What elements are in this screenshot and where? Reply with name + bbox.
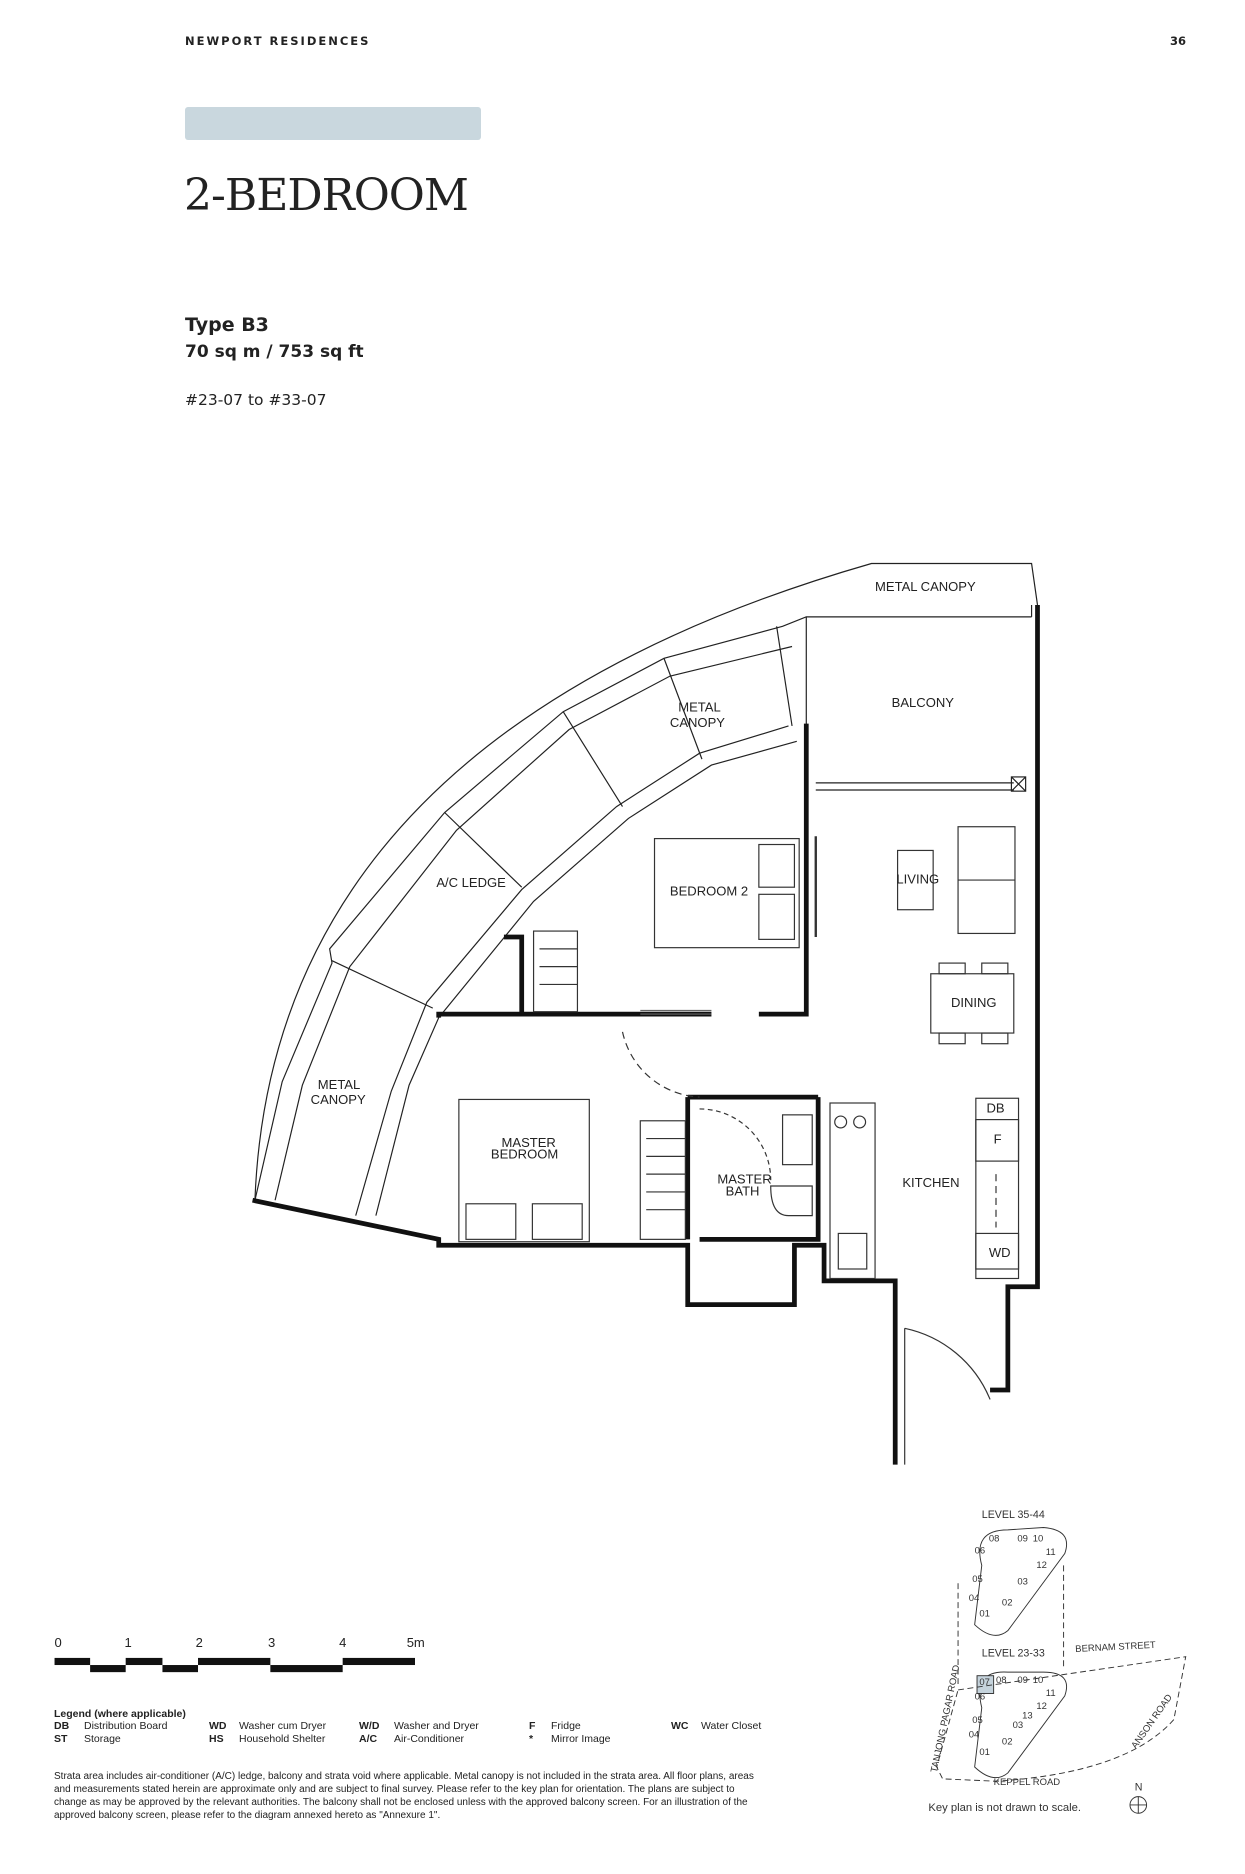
- unit-label-highlighted: 07: [979, 1677, 990, 1688]
- key-plan-upper-level: LEVEL 35-44: [982, 1509, 1045, 1521]
- scale-tick: 4: [339, 1635, 346, 1650]
- wall-right: [990, 605, 1040, 1393]
- legend-code: *: [529, 1733, 534, 1745]
- legend-code: A/C: [359, 1733, 378, 1745]
- road-keppel: KEPPEL ROAD: [994, 1777, 1061, 1788]
- legend-label: Washer cum Dryer: [239, 1720, 327, 1732]
- road-anson: ANSON ROAD: [1129, 1692, 1175, 1751]
- scale-tick: 2: [196, 1635, 203, 1650]
- label-dining: DINING: [951, 995, 997, 1010]
- unit-label: 03: [1013, 1720, 1024, 1731]
- legend: Legend (where applicable) DB Distribution…: [54, 1708, 801, 1745]
- unit-label: 04: [969, 1593, 980, 1604]
- unit-label: 13: [1022, 1710, 1033, 1721]
- unit-type: Type B3: [185, 314, 269, 336]
- road-tanjong-pagar: TANJONG PAGAR ROAD: [929, 1664, 963, 1774]
- label-canopy-mid-2: CANOPY: [670, 715, 725, 730]
- label-balcony: BALCONY: [892, 695, 955, 710]
- legend-label: Mirror Image: [551, 1733, 611, 1745]
- legend-label: Washer and Dryer: [394, 1720, 479, 1732]
- scale-tick: 0: [55, 1635, 62, 1650]
- legend-code: W/D: [359, 1720, 380, 1732]
- label-kitchen: KITCHEN: [902, 1175, 959, 1190]
- unit-label: 08: [989, 1534, 1000, 1545]
- accent-bar: [185, 107, 481, 140]
- unit-label: 05: [972, 1715, 983, 1726]
- legend-label: Air-Conditioner: [394, 1733, 465, 1745]
- scale-tick: 1: [125, 1635, 132, 1650]
- label-wd: WD: [989, 1245, 1011, 1260]
- unit-label: 06: [975, 1546, 986, 1557]
- key-plan-lower-level: LEVEL 23-33: [982, 1648, 1045, 1660]
- unit-label: 12: [1036, 1701, 1047, 1712]
- unit-label: 10: [1033, 1534, 1044, 1545]
- page-number: 36: [1170, 34, 1187, 48]
- legend-code: DB: [54, 1720, 70, 1732]
- north-label: N: [1135, 1782, 1143, 1794]
- page-title: 2-BEDROOM: [184, 170, 469, 221]
- wall-master: [252, 1197, 898, 1465]
- unit-label: 06: [975, 1691, 986, 1702]
- label-master-bedroom-1: MASTER: [502, 1135, 556, 1150]
- unit-label: 02: [1002, 1736, 1013, 1747]
- scale-tick: 3: [268, 1635, 275, 1650]
- legend-code: WD: [209, 1720, 227, 1732]
- label-master-bedroom-2: BEDROOM: [491, 1147, 558, 1162]
- unit-label: 12: [1036, 1560, 1047, 1571]
- canopy-outline: [254, 562, 1039, 1201]
- unit-label: 11: [1046, 1688, 1056, 1699]
- legend-label: Storage: [84, 1733, 121, 1745]
- label-master-bath-1: MASTER: [717, 1172, 771, 1187]
- label-canopy-left-1: METAL: [318, 1077, 360, 1092]
- legend-label: Water Closet: [701, 1720, 762, 1732]
- legend-code: F: [529, 1720, 536, 1732]
- label-canopy-left-2: CANOPY: [311, 1092, 366, 1107]
- label-metal-canopy: METAL CANOPY: [875, 579, 976, 594]
- label-canopy-mid-1: METAL: [678, 700, 720, 715]
- legend-code: HS: [209, 1733, 224, 1745]
- scale-bar: 0 1 2 3 4 5m: [54, 1635, 425, 1673]
- road-bernam: BERNAM STREET: [1075, 1640, 1156, 1655]
- legend-label: Distribution Board: [84, 1720, 168, 1732]
- key-plan-disclaimer: Key plan is not drawn to scale.: [928, 1802, 1081, 1814]
- wall-bedroom2: [758, 723, 809, 1017]
- label-bedroom-2: BEDROOM 2: [670, 884, 748, 899]
- unit-label: 08: [996, 1675, 1007, 1686]
- unit-numbers: #23-07 to #33-07: [185, 391, 327, 409]
- legend-label: Household Shelter: [239, 1733, 326, 1745]
- scale-tick: 5m: [407, 1635, 425, 1650]
- unit-label: 09: [1017, 1675, 1028, 1686]
- disclaimer-note: Strata area includes air-conditioner (A/…: [54, 1771, 754, 1821]
- unit-label: 10: [1033, 1675, 1044, 1686]
- legend-label: Fridge: [551, 1720, 581, 1732]
- label-fridge: F: [994, 1131, 1002, 1146]
- unit-label: 04: [969, 1729, 980, 1740]
- label-master-bath-2: BATH: [726, 1183, 760, 1198]
- legend-code: ST: [54, 1733, 68, 1745]
- legend-code: WC: [671, 1720, 689, 1732]
- unit-label: 03: [1017, 1576, 1028, 1587]
- unit-label: 01: [979, 1747, 990, 1758]
- unit-label: 11: [1046, 1547, 1056, 1558]
- legend-heading: Legend (where applicable): [54, 1708, 186, 1720]
- label-ac-ledge: A/C LEDGE: [436, 875, 506, 890]
- label-living: LIVING: [896, 872, 939, 887]
- unit-label: 09: [1017, 1534, 1028, 1545]
- key-plan: [936, 1527, 1187, 1814]
- unit-area: 70 sq m / 753 sq ft: [185, 342, 364, 362]
- unit-label: 05: [972, 1574, 983, 1585]
- unit-label: 01: [979, 1608, 990, 1619]
- balcony-rail: [815, 782, 1014, 791]
- unit-label: 02: [1002, 1598, 1013, 1609]
- brand-name: NEWPORT RESIDENCES: [185, 34, 371, 48]
- label-db: DB: [987, 1100, 1005, 1115]
